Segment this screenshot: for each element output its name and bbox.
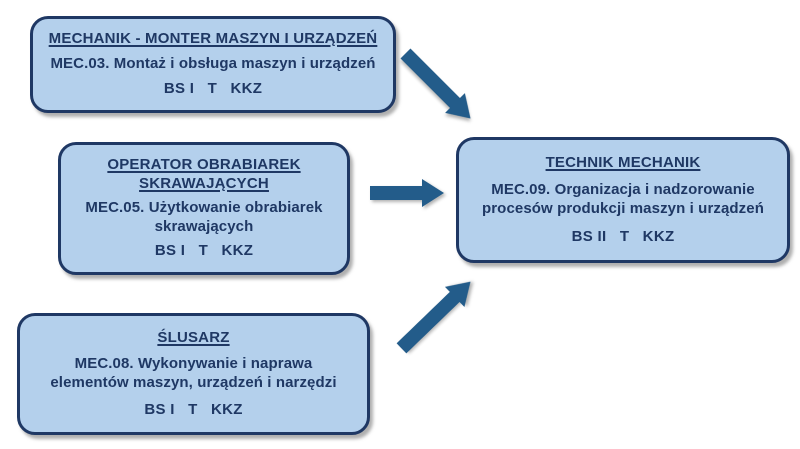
node-title: TECHNIK MECHANIK bbox=[545, 153, 701, 171]
arrow-operator-to-technik-icon bbox=[370, 179, 444, 207]
node-operator-obrabiarek: OPERATOR OBRABIAREK SKRAWAJĄCYCH MEC.05.… bbox=[58, 142, 350, 275]
node-qualification: MEC.05. Użytkowanie obrabiarek skrawając… bbox=[85, 199, 323, 235]
node-title: MECHANIK - MONTER MASZYN I URZĄDZEŃ bbox=[48, 30, 378, 48]
node-slusarz: ŚLUSARZ MEC.08. Wykonywanie i naprawa el… bbox=[17, 313, 370, 435]
arrow-mechanik-to-technik-icon bbox=[400, 48, 471, 119]
node-technik-mechanik: TECHNIK MECHANIK MEC.09. Organizacja i n… bbox=[456, 137, 790, 263]
node-mechanik-monter: MECHANIK - MONTER MASZYN I URZĄDZEŃ MEC.… bbox=[30, 16, 396, 113]
node-title: OPERATOR OBRABIAREK SKRAWAJĄCYCH bbox=[107, 155, 301, 192]
arrow-slusarz-to-technik-icon bbox=[396, 281, 471, 354]
node-school-types: BS I T KKZ bbox=[154, 242, 254, 260]
node-school-types: BS II T KKZ bbox=[571, 227, 675, 245]
node-qualification: MEC.08. Wykonywanie i naprawa elementów … bbox=[50, 355, 337, 391]
node-qualification: MEC.09. Organizacja i nadzorowanie proce… bbox=[481, 181, 764, 217]
node-title: ŚLUSARZ bbox=[157, 328, 230, 346]
node-school-types: BS I T KKZ bbox=[144, 400, 243, 418]
node-qualification: MEC.03. Montaż i obsługa maszyn i urządz… bbox=[50, 55, 376, 73]
node-school-types: BS I T KKZ bbox=[163, 80, 263, 98]
